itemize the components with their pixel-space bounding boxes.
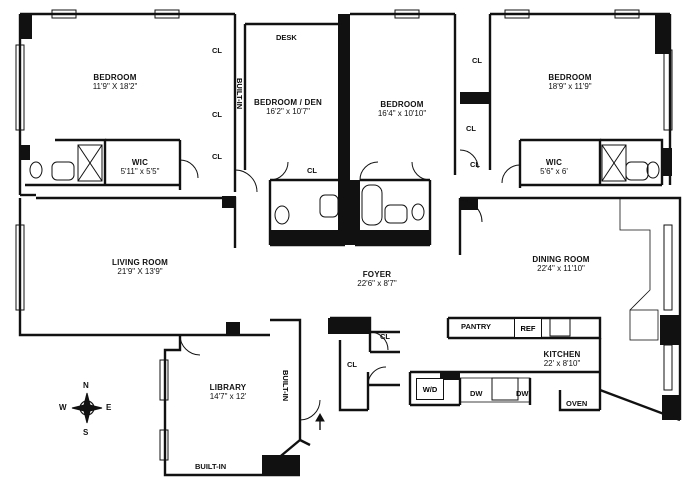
closet-label: CL — [380, 332, 390, 341]
closet-label: CL — [472, 56, 482, 65]
room-name: DINING ROOM — [532, 255, 590, 264]
room-wic-left: WIC 5'11" x 5'5" — [115, 158, 165, 176]
wd-label: W/D — [416, 378, 444, 400]
closet-label: CL — [212, 152, 222, 161]
pantry-label: PANTRY — [461, 322, 491, 331]
columns — [20, 14, 680, 475]
room-dims: 14'7" x 12' — [209, 392, 247, 401]
entry-arrow-icon — [315, 412, 325, 430]
room-foyer: FOYER 22'6" x 8'7" — [345, 270, 409, 288]
room-dims: 21'9" X 13'9" — [117, 267, 163, 276]
ref-label: REF — [514, 318, 542, 338]
compass-e: E — [106, 403, 112, 412]
room-dims: 16'4" x 10'10" — [377, 109, 427, 118]
room-dims: 22' x 8'10" — [543, 359, 581, 368]
room-name: WIC — [545, 158, 563, 167]
room-dining: DINING ROOM 22'4" x 11'10" — [520, 255, 602, 273]
room-dims: 11'9" X 18'2" — [92, 82, 138, 91]
room-dims: 22'6" x 8'7" — [357, 279, 397, 288]
room-name: BEDROOM — [93, 73, 137, 82]
room-name: KITCHEN — [543, 350, 581, 359]
room-bedroom-left: BEDROOM 11'9" X 18'2" — [85, 73, 145, 91]
room-dims: 16'2" x 10'7" — [266, 107, 310, 116]
room-name: FOYER — [362, 270, 392, 279]
room-name: BEDROOM — [548, 73, 592, 82]
closet-label: CL — [470, 160, 480, 169]
room-dims: 22'4" x 11'10" — [537, 264, 585, 273]
built-in-label: BUILT-IN — [281, 370, 290, 402]
dw-label: DW — [516, 389, 529, 398]
room-name: LIVING ROOM — [112, 258, 168, 267]
room-dims: 18'9" x 11'9" — [548, 82, 592, 91]
room-bedroom-mid: BEDROOM 16'4" x 10'10" — [370, 100, 434, 118]
dw-label: DW — [470, 389, 483, 398]
windows — [15, 9, 673, 461]
compass-icon — [71, 392, 103, 424]
walls — [18, 12, 682, 477]
room-name: BEDROOM — [380, 100, 424, 109]
closet-label: CL — [347, 360, 357, 369]
room-name: BEDROOM / DEN — [254, 98, 322, 107]
compass-n: N — [83, 381, 89, 390]
built-in-label: BUILT-IN — [235, 78, 244, 110]
room-kitchen: KITCHEN 22' x 8'10" — [532, 350, 592, 368]
bath-fixtures — [29, 144, 660, 401]
closet-label: CL — [212, 110, 222, 119]
room-dims: 5'6" x 6' — [540, 167, 568, 176]
closet-label: CL — [466, 124, 476, 133]
doors — [179, 149, 521, 421]
desk-label: DESK — [276, 33, 297, 42]
room-library: LIBRARY 14'7" x 12' — [198, 383, 258, 401]
closet-label: CL — [307, 166, 317, 175]
compass-w: W — [59, 403, 67, 412]
room-name: LIBRARY — [209, 383, 247, 392]
counters — [459, 198, 659, 403]
built-in-label: BUILT-IN — [195, 462, 227, 471]
room-name: WIC — [131, 158, 149, 167]
room-bedroom-den: BEDROOM / DEN 16'2" x 10'7" — [248, 98, 328, 116]
room-living: LIVING ROOM 21'9" X 13'9" — [100, 258, 180, 276]
compass-s: S — [83, 428, 89, 437]
room-bedroom-right: BEDROOM 18'9" x 11'9" — [540, 73, 600, 91]
oven-label: OVEN — [566, 399, 588, 408]
room-dims: 5'11" x 5'5" — [120, 167, 160, 176]
closet-label: CL — [212, 46, 222, 55]
room-wic-right: WIC 5'6" x 6' — [530, 158, 578, 176]
